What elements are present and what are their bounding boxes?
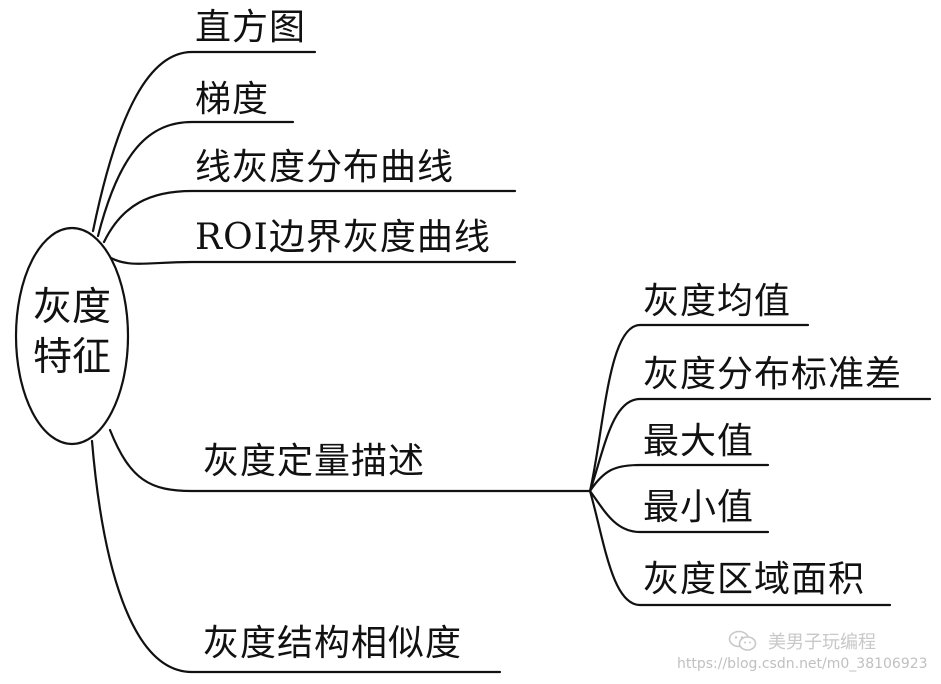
- node-quant-desc: 灰度定量描述: [203, 441, 426, 482]
- edge-line-profile: [102, 189, 517, 244]
- root-line-2: 特征: [32, 335, 111, 380]
- wechat-icon: [728, 630, 757, 651]
- node-max: 最大值: [643, 421, 755, 462]
- edge-std: [588, 397, 932, 493]
- edge-gradient: [96, 120, 295, 238]
- watermark-text: 美男子玩编程: [768, 632, 876, 653]
- node-min: 最小值: [643, 487, 755, 528]
- watermark: 美男子玩编程: [728, 628, 876, 654]
- edge-histogram: [91, 50, 317, 233]
- edge-quant: [108, 428, 592, 493]
- node-gray-std: 灰度分布标准差: [643, 354, 903, 395]
- root-line-1: 灰度: [32, 285, 111, 330]
- edge-roi-profile: [109, 256, 517, 265]
- node-gray-mean: 灰度均值: [643, 281, 792, 322]
- root-node-label: 灰度 特征: [20, 283, 124, 383]
- node-roi-profile: ROI边界灰度曲线: [195, 217, 491, 258]
- edge-mean: [588, 323, 810, 493]
- root-node-ellipse: [14, 226, 130, 446]
- edge-ssim: [90, 439, 502, 674]
- watermark-url: https://blog.csdn.net/m0_38106923: [677, 656, 928, 672]
- node-gray-area: 灰度区域面积: [643, 559, 866, 600]
- edge-max: [588, 463, 770, 493]
- edge-min: [588, 489, 770, 534]
- node-ssim: 灰度结构相似度: [203, 623, 463, 664]
- node-histogram: 直方图: [195, 7, 307, 48]
- node-gradient: 梯度: [195, 79, 270, 120]
- node-line-profile: 线灰度分布曲线: [195, 147, 455, 188]
- edge-area: [588, 489, 892, 607]
